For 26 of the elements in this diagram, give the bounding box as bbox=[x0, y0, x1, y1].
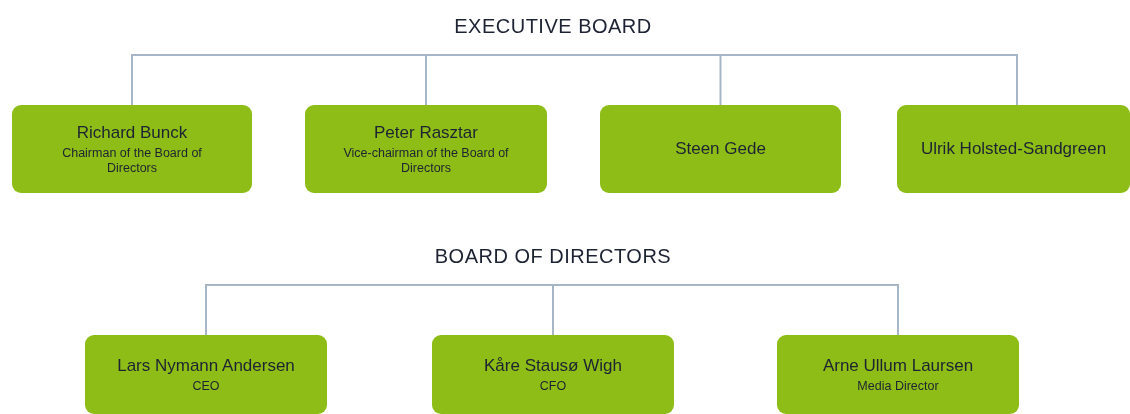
section-heading: BOARD OF DIRECTORS bbox=[434, 245, 672, 268]
person-name: Ulrik Holsted-Sandgreen bbox=[920, 139, 1107, 159]
person-box bbox=[777, 335, 1019, 414]
connector-line bbox=[552, 284, 554, 336]
person-name: Kåre Stausø Wigh bbox=[484, 355, 622, 376]
connector-line bbox=[552, 54, 1018, 106]
person-name: Arne Ullum Laursen bbox=[822, 355, 974, 376]
connector-line bbox=[425, 54, 554, 106]
person-box bbox=[897, 105, 1130, 193]
person-name: Lars Nymann Andersen bbox=[117, 355, 295, 376]
connector-line bbox=[205, 284, 554, 336]
person-role: CEO bbox=[192, 378, 220, 394]
section-heading: EXECUTIVE BOARD bbox=[454, 15, 652, 38]
person-box bbox=[432, 335, 674, 414]
person-box bbox=[12, 105, 252, 193]
person-role: CFO bbox=[539, 378, 567, 394]
person-role: Vice-chairman of the Board of Directors bbox=[342, 146, 510, 175]
person-box bbox=[85, 335, 327, 414]
person-box bbox=[600, 105, 841, 193]
connector-line bbox=[552, 284, 899, 336]
person-box bbox=[305, 105, 547, 193]
person-role: Media Director bbox=[857, 378, 939, 394]
person-name: Steen Gede bbox=[675, 139, 766, 159]
person-role: Chairman of the Board of Directors bbox=[61, 146, 203, 175]
person-name: Richard Bunck bbox=[76, 123, 188, 144]
person-name: Peter Rasztar bbox=[374, 123, 478, 144]
